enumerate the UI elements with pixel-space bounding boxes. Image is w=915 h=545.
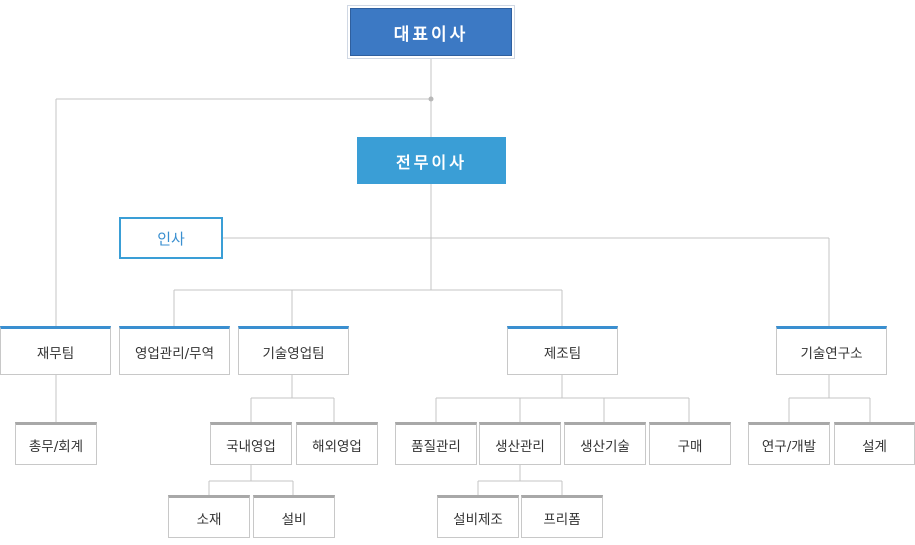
overseas-sales-box: 해외영업	[296, 422, 378, 465]
equipment-manufacturing-box: 설비제조	[437, 495, 519, 538]
junction-dot	[428, 96, 434, 102]
domestic-sales-box: 국내영업	[210, 422, 292, 465]
production-technology-box: 생산기술	[564, 422, 646, 465]
hr-box: 인사	[119, 217, 223, 259]
managing-director-box: 전무이사	[357, 137, 506, 184]
production-management-box: 생산관리	[479, 422, 561, 465]
material-box: 소재	[168, 495, 250, 538]
ceo-box: 대표이사	[347, 5, 515, 59]
tech-sales-team-box: 기술영업팀	[238, 326, 349, 375]
equipment-box: 설비	[253, 495, 335, 538]
finance-team-box: 재무팀	[0, 326, 111, 375]
sales-management-box: 영업관리/무역	[119, 326, 230, 375]
design-box: 설계	[834, 422, 915, 465]
frame-box: 프리폼	[521, 495, 603, 538]
research-lab-box: 기술연구소	[776, 326, 887, 375]
quality-control-box: 품질관리	[395, 422, 477, 465]
purchasing-box: 구매	[649, 422, 731, 465]
rnd-box: 연구/개발	[748, 422, 830, 465]
manufacturing-team-box: 제조팀	[507, 326, 618, 375]
general-affairs-box: 총무/회계	[15, 422, 97, 465]
